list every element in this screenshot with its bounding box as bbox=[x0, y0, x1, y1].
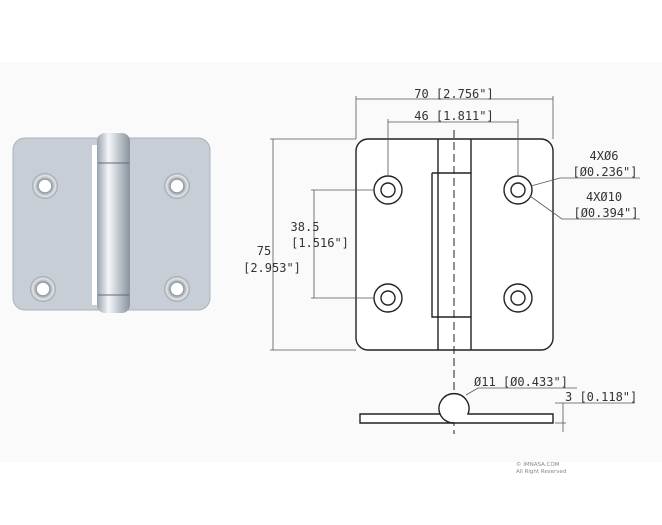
hole-diameter-label-in: [Ø0.236"] bbox=[572, 165, 637, 179]
technical-drawing bbox=[270, 96, 640, 434]
pin-diameter-label: Ø11 [Ø0.433"] bbox=[474, 375, 568, 389]
hole-spacing-horizontal: 46 [1.811"] bbox=[414, 109, 493, 123]
width-dimension: 70 [2.756"] bbox=[414, 87, 493, 101]
dimension-labels: 70 [2.756"] 46 [1.811"] 75 [2.953"] 38.5… bbox=[243, 87, 638, 404]
copyright-notice: © IMNASA.COM All Right Reserved bbox=[516, 462, 566, 476]
height-dimension-in: [2.953"] bbox=[243, 261, 301, 275]
countersink-diameter-label-in: [Ø0.394"] bbox=[573, 206, 638, 220]
thickness-label: 3 [0.118"] bbox=[565, 390, 637, 404]
countersink-diameter-label: 4XØ10 bbox=[586, 190, 622, 204]
hole-spacing-vertical-in: [1.516"] bbox=[291, 236, 349, 250]
rights-text: All Right Reserved bbox=[516, 469, 567, 475]
hinge-photo bbox=[12, 133, 211, 313]
height-dimension-mm: 75 bbox=[257, 244, 271, 258]
hole-spacing-vertical-mm: 38.5 bbox=[291, 220, 320, 234]
copyright-text: © IMNASA.COM bbox=[516, 462, 560, 468]
hole-diameter-label: 4XØ6 bbox=[590, 149, 619, 163]
